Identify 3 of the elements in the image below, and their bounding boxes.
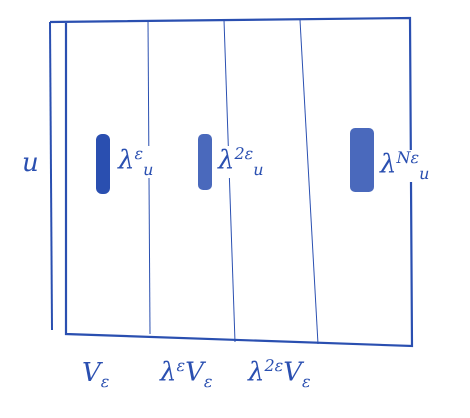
math-label: λ$^{2ε}$V$_{ε}$ <box>246 358 313 390</box>
math-label: λ$^{ε}$V$_{ε}$ <box>158 358 214 390</box>
math-label: V$_{ε}$ <box>80 360 112 390</box>
